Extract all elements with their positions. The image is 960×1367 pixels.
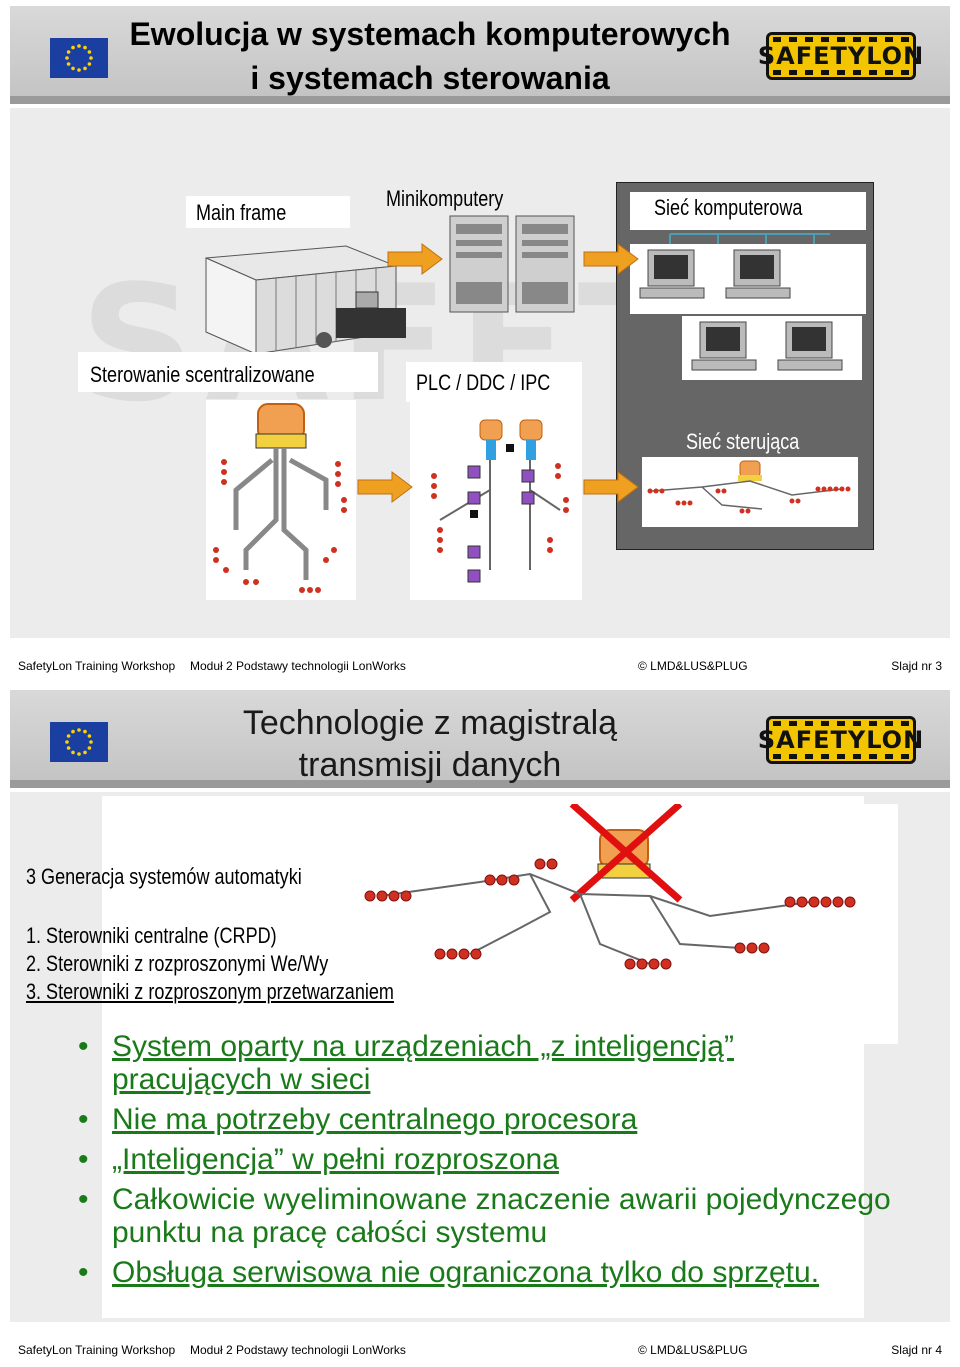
- slide-4: Technologie z magistralą transmisji dany…: [0, 684, 960, 1367]
- bullet-item: •Obsługa serwisowa nie ograniczona tylko…: [78, 1256, 820, 1289]
- main-frame-label: Main frame: [196, 200, 287, 225]
- control-network-diagram: [647, 460, 851, 514]
- footer-copyright: © LMD&LUS&PLUG: [638, 1343, 748, 1357]
- label-box: [78, 352, 378, 392]
- footer-workshop: SafetyLon Training Workshop: [18, 1343, 176, 1357]
- title-line-1: Ewolucja w systemach komputerowych: [129, 16, 731, 52]
- computer-network-illustration: [630, 233, 866, 380]
- generation-item: 1. Sterowniki centralne (CRPD): [26, 923, 277, 948]
- slide-3: Ewolucja w systemach komputerowych i sys…: [0, 0, 960, 683]
- generation-list: 1. Sterowniki centralne (CRPD) 2. Sterow…: [26, 922, 475, 1006]
- bullet-item: •„Inteligencja” w pełni rozproszona: [78, 1143, 559, 1176]
- siec-komputerowa-label: Sieć komputerowa: [654, 195, 803, 220]
- footer-copyright: © LMD&LUS&PLUG: [638, 659, 748, 673]
- slide-title: Ewolucja w systemach komputerowych i sys…: [120, 12, 740, 100]
- plc-label: PLC / DDC / IPC: [416, 370, 551, 395]
- mainframe-illustration: [205, 245, 406, 355]
- footer-module: Moduł 2 Podstawy technologii LonWorks: [190, 659, 406, 673]
- siec-sterujaca-label: Sieć sterująca: [686, 429, 800, 454]
- centralized-control-diagram: [213, 403, 347, 593]
- safetylon-logo: SAFETYLON: [758, 716, 923, 764]
- title-line-2: transmisji danych: [298, 746, 562, 784]
- bullet-item: •Nie ma potrzeby centralnego procesora: [78, 1103, 638, 1136]
- title-line-2: i systemach sterowania: [250, 60, 610, 96]
- sterowanie-label: Sterowanie scentralizowane: [90, 362, 315, 387]
- plc-diagram: [431, 419, 569, 583]
- minicomputer-illustration: [449, 215, 575, 313]
- slide-footer: SafetyLon Training Workshop Moduł 2 Pods…: [18, 656, 942, 676]
- eu-flag-icon: [50, 722, 108, 762]
- bullet-item: •Całkowicie wyeliminowane znaczenie awar…: [78, 1183, 891, 1249]
- slide-title: Technologie z magistralą transmisji dany…: [120, 702, 740, 786]
- footer-slide-number: Slajd nr 3: [891, 659, 942, 673]
- header-band: [10, 96, 950, 104]
- generation-item: 3. Sterowniki z rozproszonym przetwarzan…: [26, 979, 394, 1004]
- title-line-1: Technologie z magistralą: [242, 704, 618, 742]
- label-box: [186, 196, 350, 228]
- header-band: [10, 780, 950, 788]
- bullet-list: •System oparty na urządzeniach „z inteli…: [78, 1030, 898, 1296]
- minikomputery-label: Minikomputery: [386, 186, 504, 211]
- safetylon-logo: SAFETYLON: [758, 32, 923, 80]
- slide-footer: SafetyLon Training Workshop Moduł 2 Pods…: [18, 1340, 942, 1360]
- distributed-network-diagram: [364, 804, 856, 970]
- label-box: [630, 192, 866, 230]
- footer-workshop: SafetyLon Training Workshop: [18, 659, 176, 673]
- right-arrow-icon: [582, 470, 640, 504]
- generation-item: 2. Sterowniki z rozproszonymi We/Wy: [26, 951, 329, 976]
- label-box: [406, 362, 582, 402]
- eu-flag-icon: [50, 38, 108, 78]
- right-arrow-icon: [582, 242, 640, 276]
- right-arrow-icon: [386, 242, 444, 276]
- footer-module: Moduł 2 Podstawy technologii LonWorks: [190, 1343, 406, 1357]
- bullet-item: •System oparty na urządzeniach „z inteli…: [78, 1030, 734, 1096]
- generation-title: 3 Generacja systemów automatyki: [26, 864, 302, 889]
- footer-slide-number: Slajd nr 4: [891, 1343, 942, 1357]
- right-arrow-icon: [356, 470, 414, 504]
